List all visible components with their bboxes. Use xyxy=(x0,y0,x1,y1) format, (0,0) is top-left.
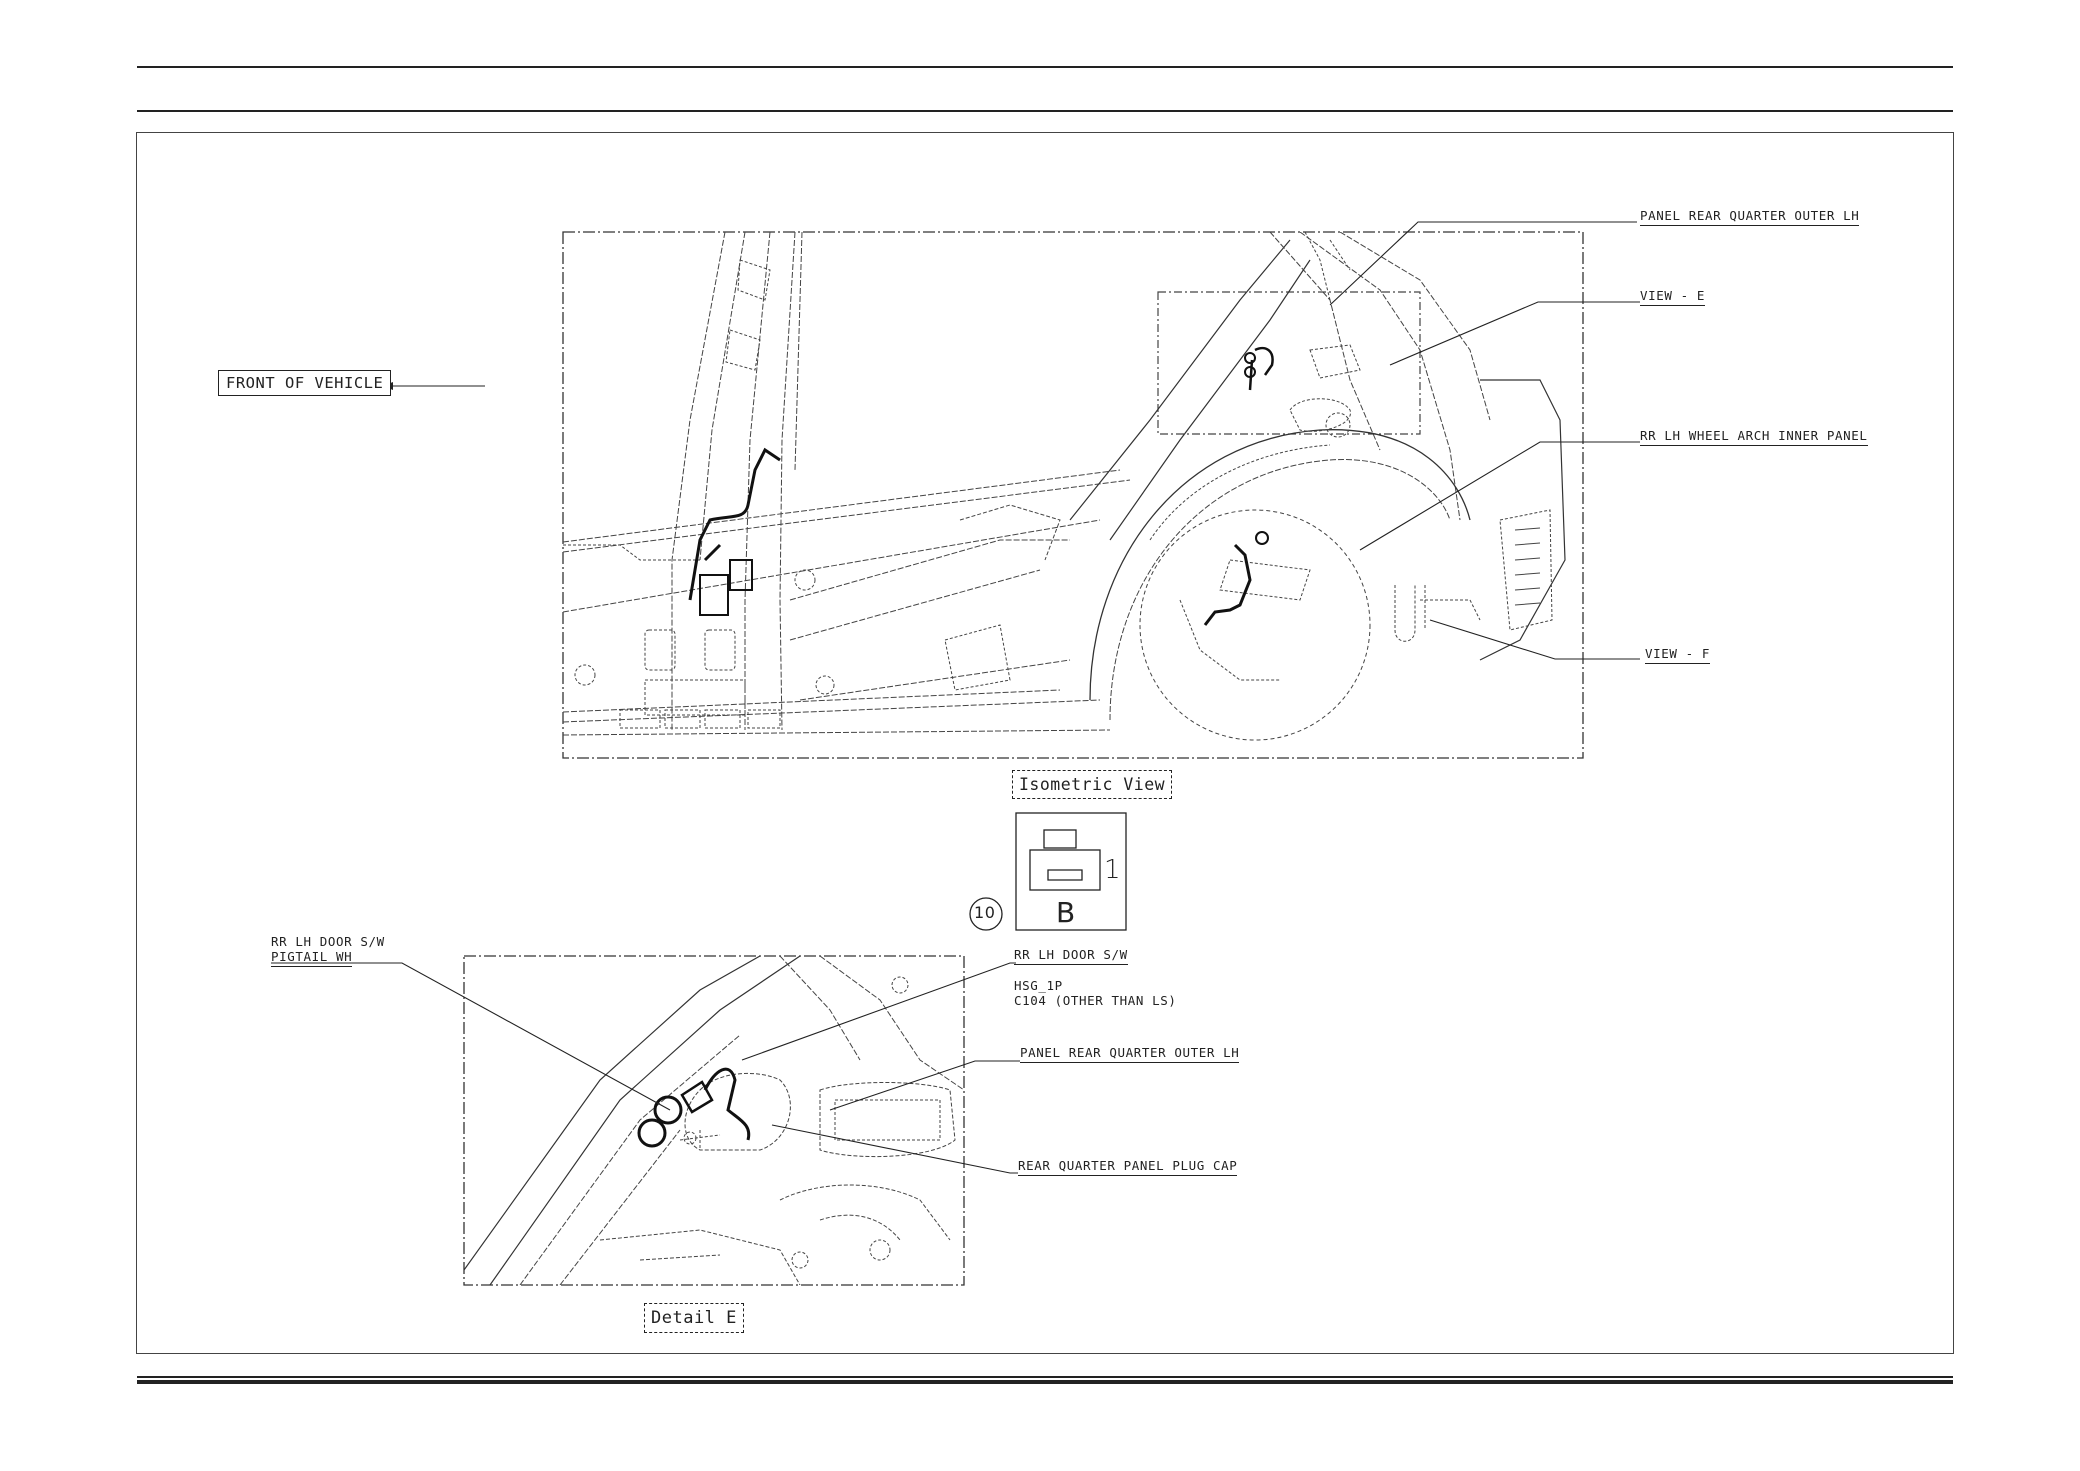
callout-rr-lh-wheel-arch-inner-panel: RR LH WHEEL ARCH INNER PANEL xyxy=(1640,428,1868,446)
wire-harness xyxy=(688,346,1274,626)
leader-door-sw xyxy=(741,962,1016,1061)
isometric-view-frame xyxy=(562,231,1584,759)
leader-view-f xyxy=(1429,619,1640,660)
leader-pigtail xyxy=(271,962,671,1111)
front-of-vehicle-label: FRONT OF VEHICLE xyxy=(218,370,392,396)
connector-pin-number: 1 xyxy=(1104,855,1122,885)
callout-hsg-1p: HSG_1P xyxy=(1014,978,1063,993)
footer-rule-thick xyxy=(137,1380,1953,1384)
detail-view-frame xyxy=(463,955,965,1286)
detail-e-title: Detail E xyxy=(644,1303,744,1333)
detail-harness xyxy=(637,1067,751,1148)
wheel-arch xyxy=(1089,429,1471,701)
footer-rule-thin xyxy=(137,1376,1953,1378)
harness-view-e xyxy=(1248,346,1274,391)
callout-view-e: VIEW - E xyxy=(1640,288,1706,306)
rocker-panel xyxy=(563,469,1131,736)
b-pillar xyxy=(671,232,803,731)
isometric-view-title: Isometric View xyxy=(1012,770,1173,799)
harness-b-pillar xyxy=(688,447,781,601)
leader-plug-cap xyxy=(771,1124,1018,1174)
header-rule-bottom xyxy=(137,110,1953,112)
door-switch-pigtail xyxy=(703,1067,751,1141)
leader-panel-rear-quarter xyxy=(1329,221,1637,306)
body-structure-drawing xyxy=(563,232,1566,741)
door-switch-connector xyxy=(653,1095,683,1125)
harness-wheel-arch xyxy=(1203,543,1252,626)
callout-rr-lh-door-sw: RR LH DOOR S/W xyxy=(1014,947,1128,965)
isometric-leaders xyxy=(383,221,1640,660)
connector-number: 10 xyxy=(974,903,996,922)
detail-drawing xyxy=(464,956,964,1285)
callout-rear-quarter-panel-plug-cap: REAR QUARTER PANEL PLUG CAP xyxy=(1018,1158,1238,1176)
callout-detail-panel-rear-quarter-outer-lh: PANEL REAR QUARTER OUTER LH xyxy=(1020,1045,1240,1063)
leader-panel-rq xyxy=(829,1060,1020,1111)
connector-number-circle xyxy=(969,897,1003,931)
callout-view-f: VIEW - F xyxy=(1645,646,1711,664)
leader-view-e xyxy=(1389,301,1640,366)
connector-symbol xyxy=(969,812,1127,931)
callout-door-sw-pigtail-line2: PIGTAIL WH xyxy=(271,949,353,967)
drawing-frame xyxy=(136,132,1954,1354)
header-rule-top xyxy=(137,66,1953,68)
callout-panel-rear-quarter-outer-lh: PANEL REAR QUARTER OUTER LH xyxy=(1640,208,1860,226)
leader-wheel-arch xyxy=(1359,441,1640,551)
c-pillar xyxy=(1069,239,1311,541)
detail-leaders xyxy=(271,962,1020,1174)
connector-letter: B xyxy=(1056,896,1076,929)
callout-door-sw-pigtail-line1: RR LH DOOR S/W xyxy=(271,934,385,949)
callout-c104: C104 (OTHER THAN LS) xyxy=(1014,993,1177,1008)
rear-wheel-outline xyxy=(1139,509,1371,741)
view-e-region xyxy=(1157,291,1421,435)
